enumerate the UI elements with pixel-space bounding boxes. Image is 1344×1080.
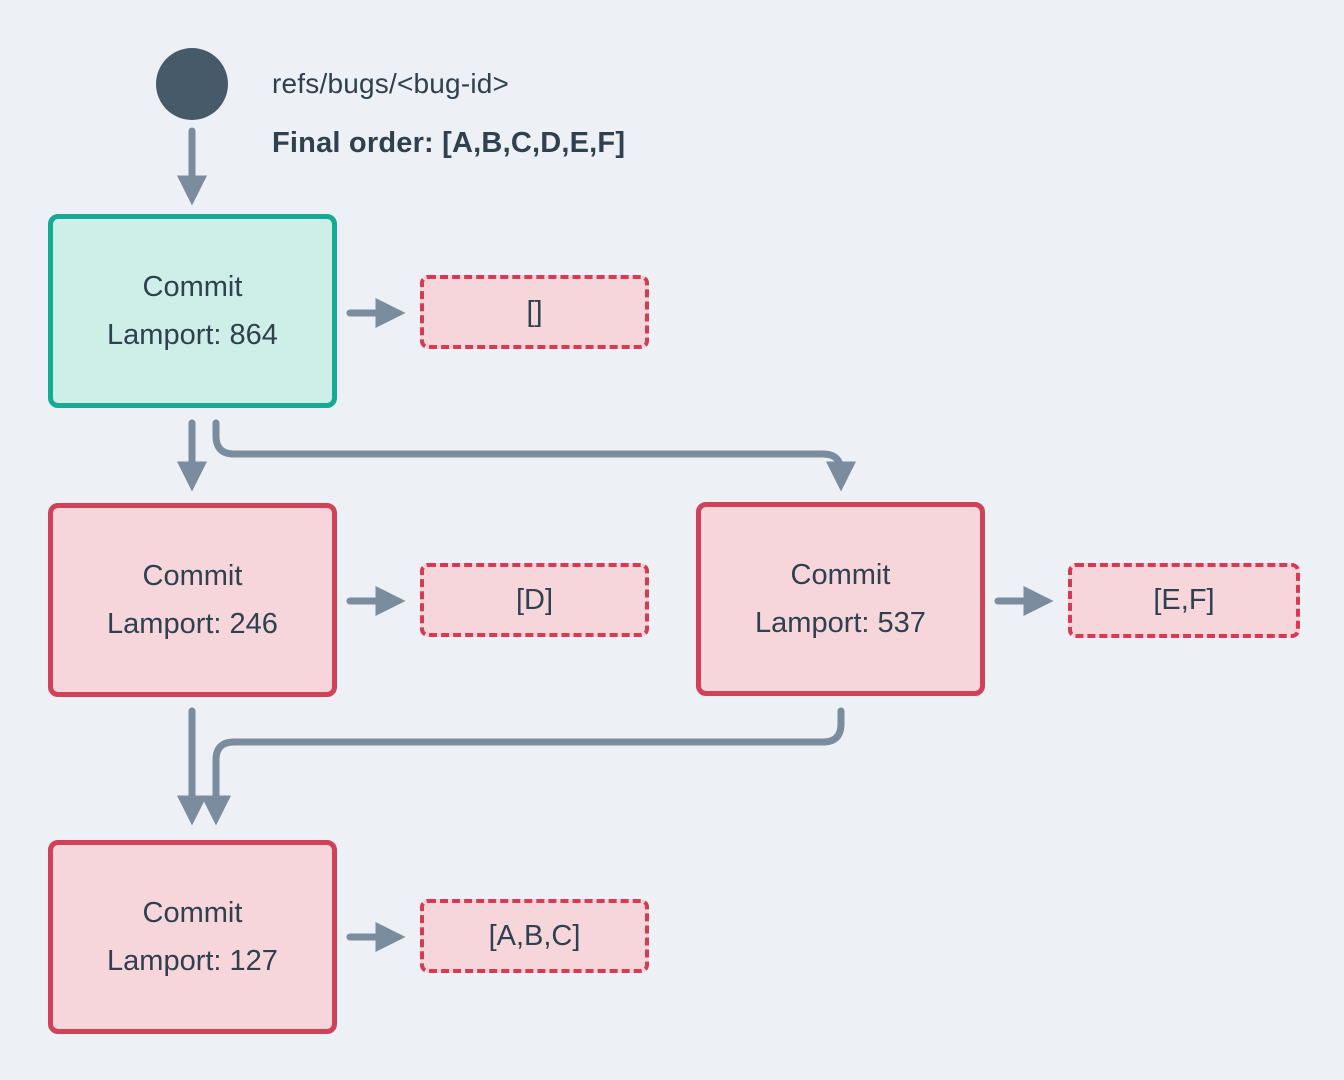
final-order-label: Final order: [A,B,C,D,E,F] bbox=[272, 127, 626, 159]
ref-head-node bbox=[156, 48, 228, 120]
commit-lamport: Lamport: 864 bbox=[107, 319, 278, 351]
edge-right-to-merge bbox=[201, 707, 845, 826]
commit-node-lamport-246: Commit Lamport: 246 bbox=[48, 503, 337, 697]
commit-lamport: Lamport: 246 bbox=[107, 608, 278, 640]
payload-node-abc: [A,B,C] bbox=[420, 899, 649, 973]
payload-node-d: [D] bbox=[420, 563, 649, 637]
ref-label: refs/bugs/<bug-id> bbox=[272, 68, 510, 99]
commit-title: Commit bbox=[142, 271, 243, 303]
payload-node-ef: [E,F] bbox=[1068, 563, 1300, 638]
commit-title: Commit bbox=[790, 559, 891, 591]
commit-lamport: Lamport: 127 bbox=[107, 945, 278, 977]
commit-node-lamport-127: Commit Lamport: 127 bbox=[48, 840, 337, 1034]
commit-node-lamport-864: Commit Lamport: 864 bbox=[48, 214, 337, 408]
commit-title: Commit bbox=[142, 560, 243, 592]
commit-title: Commit bbox=[142, 897, 243, 929]
edge-root-to-right-child bbox=[212, 419, 856, 492]
payload-node-empty: [] bbox=[420, 275, 649, 349]
commit-lamport: Lamport: 537 bbox=[755, 607, 926, 639]
commit-node-lamport-537: Commit Lamport: 537 bbox=[696, 502, 985, 696]
